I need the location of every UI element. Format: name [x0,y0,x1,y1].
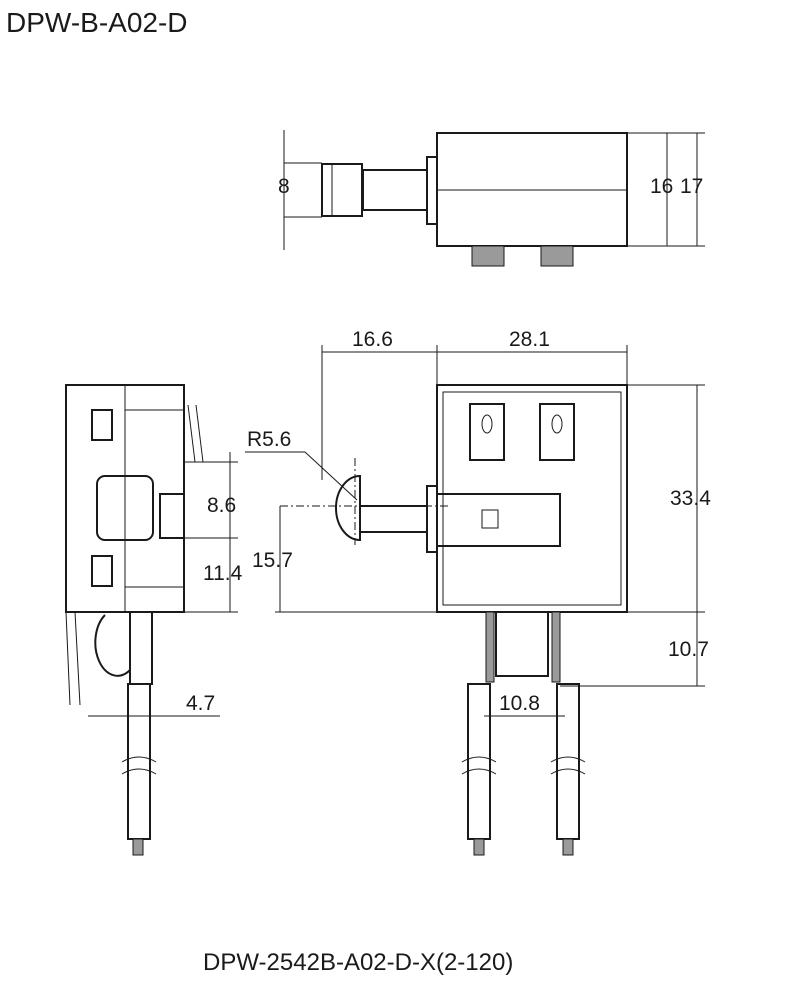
front-view-button [335,474,361,542]
top-view-flange [426,156,438,225]
dim-button-center-height: 15.7 [252,549,293,572]
dim-side-wire-width: 4.7 [186,692,215,715]
dim-top-body-inner: 16 [650,175,673,198]
top-view-terminal [471,245,505,267]
dim-top-button-height: 8 [278,175,290,198]
top-view-terminal [540,245,574,267]
dim-button-radius: R5.6 [247,428,291,451]
front-view: R5.6 16.6 28.1 33.4 10.7 15.7 10.8 [245,328,711,856]
drawing-caption: DPW-2542B-A02-D-X(2-120) [203,949,513,976]
side-wire [127,683,151,840]
wire-left [467,683,491,840]
dim-terminal-spacing: 10.8 [499,692,540,715]
front-view-body [436,384,628,613]
wire-right [556,683,580,840]
dim-side-button-height: 8.6 [207,494,236,517]
side-view: 8.6 11.4 4.7 [65,384,243,856]
dim-front-body-height: 33.4 [670,487,711,510]
front-view-shaft [359,505,428,533]
top-view-button [321,163,363,217]
drawing-title: DPW-B-A02-D [6,7,188,38]
dim-top-body-outer: 17 [680,175,703,198]
front-view-terminal-right [539,403,575,461]
dim-terminal-length: 10.7 [668,638,709,661]
top-view: 8 16 17 [278,130,705,267]
dim-front-body-width: 28.1 [509,328,550,351]
front-view-terminal-left [469,403,505,461]
side-view-button [96,475,154,541]
dim-front-button-length: 16.6 [352,328,393,351]
front-view-slider [436,493,561,547]
dim-side-offset: 11.4 [203,562,243,585]
top-view-shaft [362,169,428,211]
